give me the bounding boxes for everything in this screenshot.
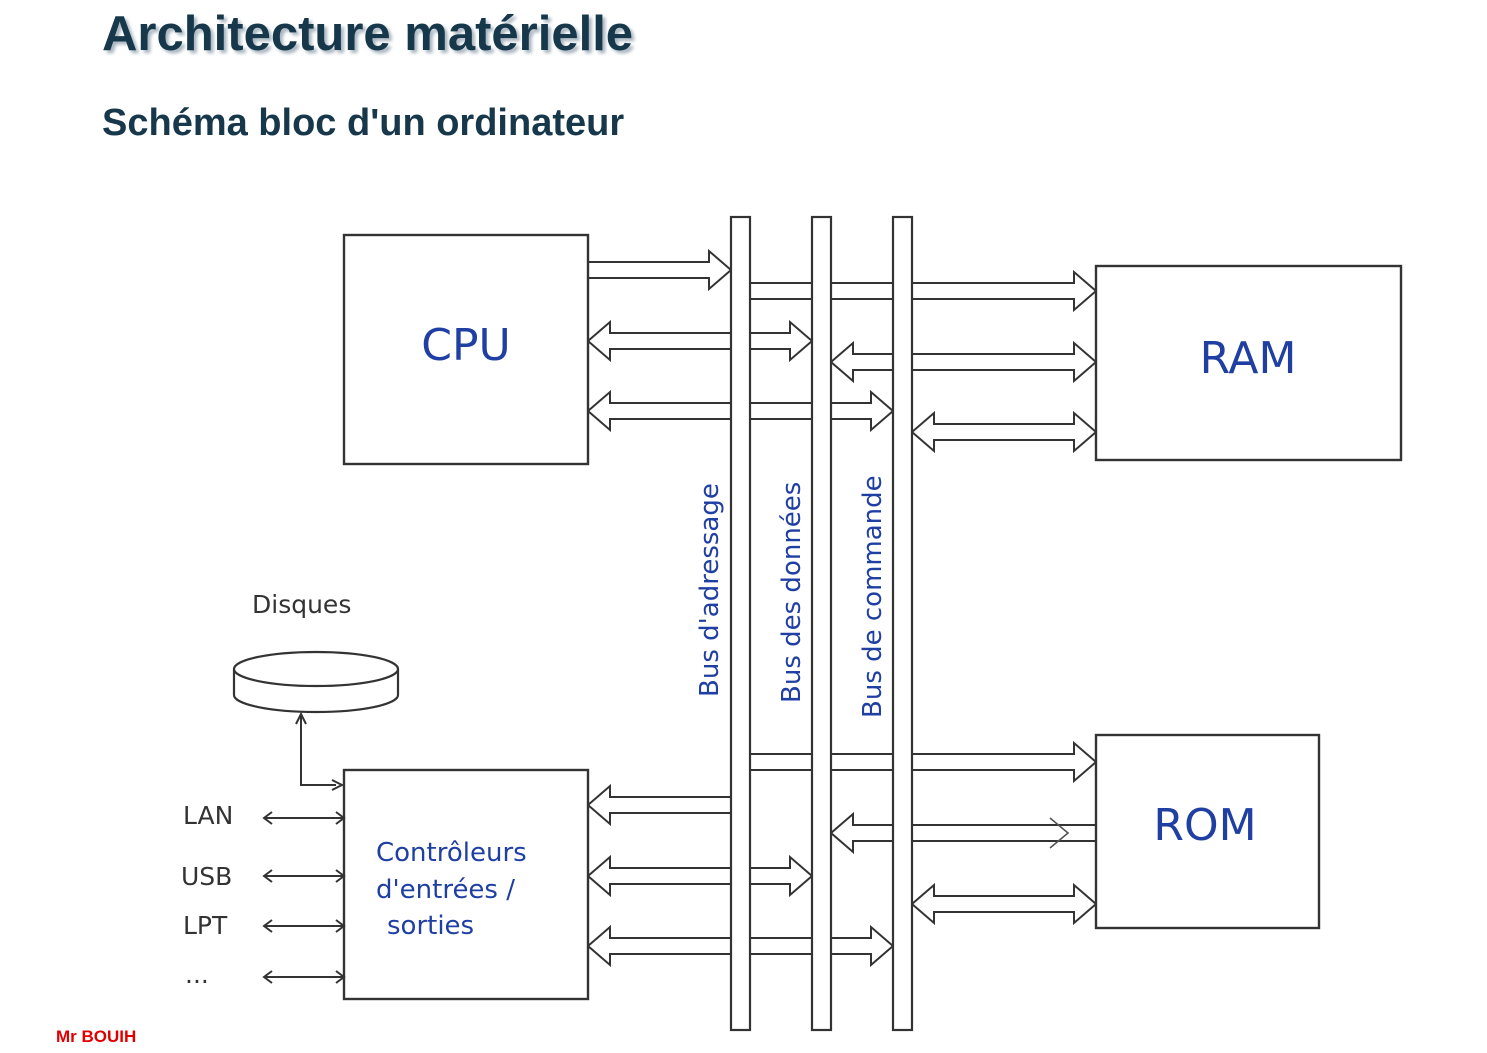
control-bus	[891, 215, 914, 1032]
io-label-line2: d'entrées /	[376, 875, 515, 905]
bus-connection-arrows	[586, 248, 1098, 968]
rom-block	[1094, 733, 1321, 930]
disk-connector	[300, 716, 336, 786]
data-bus	[810, 215, 833, 1032]
port-label-more: ...	[185, 960, 209, 989]
port-label-lan: LAN	[183, 801, 233, 830]
address-bus-label: Bus d'adressage	[695, 483, 725, 697]
ram-block	[1094, 264, 1403, 462]
rom-label: ROM	[1153, 800, 1256, 851]
page-title: Architecture matérielle	[102, 7, 634, 61]
io-controller-block	[342, 768, 590, 1001]
disk-icon	[232, 650, 400, 714]
cpu-label: CPU	[421, 320, 510, 371]
address-bus	[729, 215, 752, 1032]
data-bus-ram-arrow	[829, 340, 1098, 384]
data-bus-label: Bus des données	[777, 482, 807, 703]
address-bus-to-rom-arrow	[749, 740, 1098, 784]
control-bus-label: Bus de commande	[858, 475, 888, 718]
disk-label: Disques	[252, 590, 351, 619]
cpu-block	[342, 233, 590, 466]
port-label-usb: USB	[181, 862, 232, 891]
disk-connector-arrowhead-2	[331, 779, 345, 791]
disk-connector-arrowhead	[295, 711, 307, 725]
rom-data-arrow-tip	[1049, 817, 1070, 849]
io-label-line3: sorties	[387, 911, 474, 941]
io-label-line1: Contrôleurs	[376, 838, 527, 868]
port-arrows	[262, 811, 346, 984]
cpu-data-bus-arrow	[586, 319, 814, 363]
cpu-to-address-bus-arrow	[587, 248, 733, 292]
page-subtitle: Schéma bloc d'un ordinateur	[102, 102, 625, 144]
author-credit: Mr BOUIH	[56, 1027, 137, 1046]
control-bus-ram-arrow	[910, 410, 1098, 454]
port-label-lpt: LPT	[183, 911, 228, 940]
control-bus-rom-arrow	[910, 882, 1098, 926]
ram-label: RAM	[1200, 333, 1297, 384]
io-data-bus-arrow	[586, 854, 814, 898]
address-bus-to-io-arrow	[586, 783, 732, 827]
address-bus-to-ram-arrow	[749, 269, 1098, 313]
rom-to-data-bus-arrow	[829, 811, 1097, 855]
